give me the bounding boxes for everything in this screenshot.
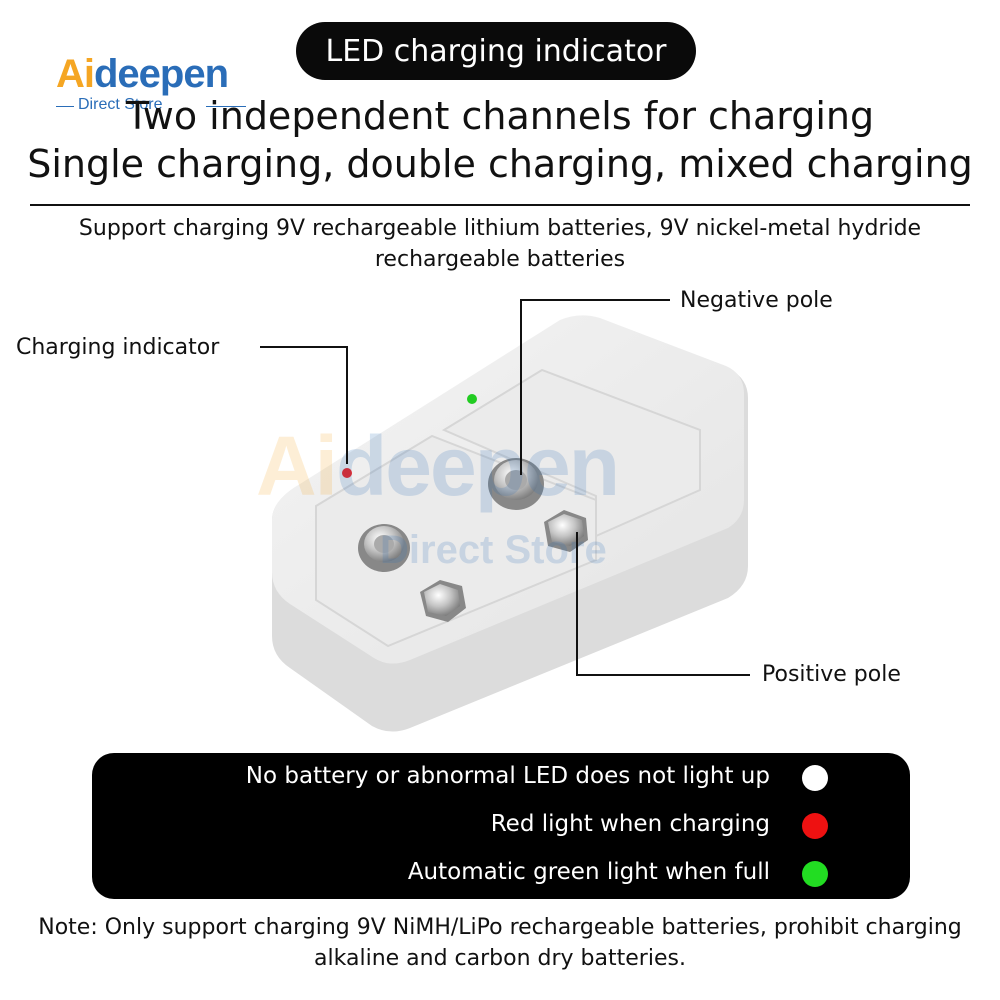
callout-positive-line-h bbox=[578, 674, 750, 676]
callout-indicator-line-v bbox=[346, 346, 348, 464]
red-dot-icon bbox=[802, 813, 828, 839]
callout-charging-indicator: Charging indicator bbox=[16, 335, 220, 360]
brand-logo: Aideepen Direct Store bbox=[56, 52, 296, 118]
callout-negative-line-h bbox=[520, 299, 670, 301]
legend-item-no-light: No battery or abnormal LED does not ligh… bbox=[245, 763, 770, 789]
callout-positive-line-v bbox=[576, 532, 578, 676]
headline-line2: Single charging, double charging, mixed … bbox=[27, 142, 973, 186]
white-dot-icon bbox=[802, 765, 828, 791]
green-led bbox=[467, 394, 477, 404]
red-led bbox=[342, 468, 352, 478]
support-text: Support charging 9V rechargeable lithium… bbox=[78, 216, 922, 272]
left-positive-terminal bbox=[420, 580, 466, 622]
callout-indicator-line-h bbox=[260, 346, 348, 348]
logo-rule-right bbox=[206, 106, 246, 107]
logo-subtitle: Direct Store bbox=[78, 96, 163, 113]
green-dot-icon bbox=[802, 861, 828, 887]
legend-item-red: Red light when charging bbox=[490, 811, 770, 837]
callout-positive-pole: Positive pole bbox=[762, 662, 901, 687]
right-bay bbox=[441, 368, 701, 538]
watermark-main: Aideepen bbox=[256, 419, 620, 513]
led-legend: No battery or abnormal LED does not ligh… bbox=[92, 753, 910, 899]
left-negative-terminal bbox=[358, 524, 410, 572]
footnote: Note: Only support charging 9V NiMH/LiPo… bbox=[38, 915, 962, 971]
logo-wordmark: Aideepen bbox=[56, 52, 229, 96]
callout-negative-line-v bbox=[520, 299, 522, 475]
logo-rule-left bbox=[56, 106, 74, 107]
callout-negative-pole: Negative pole bbox=[680, 288, 833, 313]
header-badge: LED charging indicator bbox=[296, 22, 696, 80]
headline-line1: Two independent channels for charging bbox=[125, 94, 875, 138]
legend-item-green: Automatic green light when full bbox=[407, 859, 770, 885]
divider bbox=[30, 204, 970, 206]
right-negative-terminal bbox=[488, 458, 544, 510]
watermark-sub: Direct Store bbox=[380, 528, 607, 572]
